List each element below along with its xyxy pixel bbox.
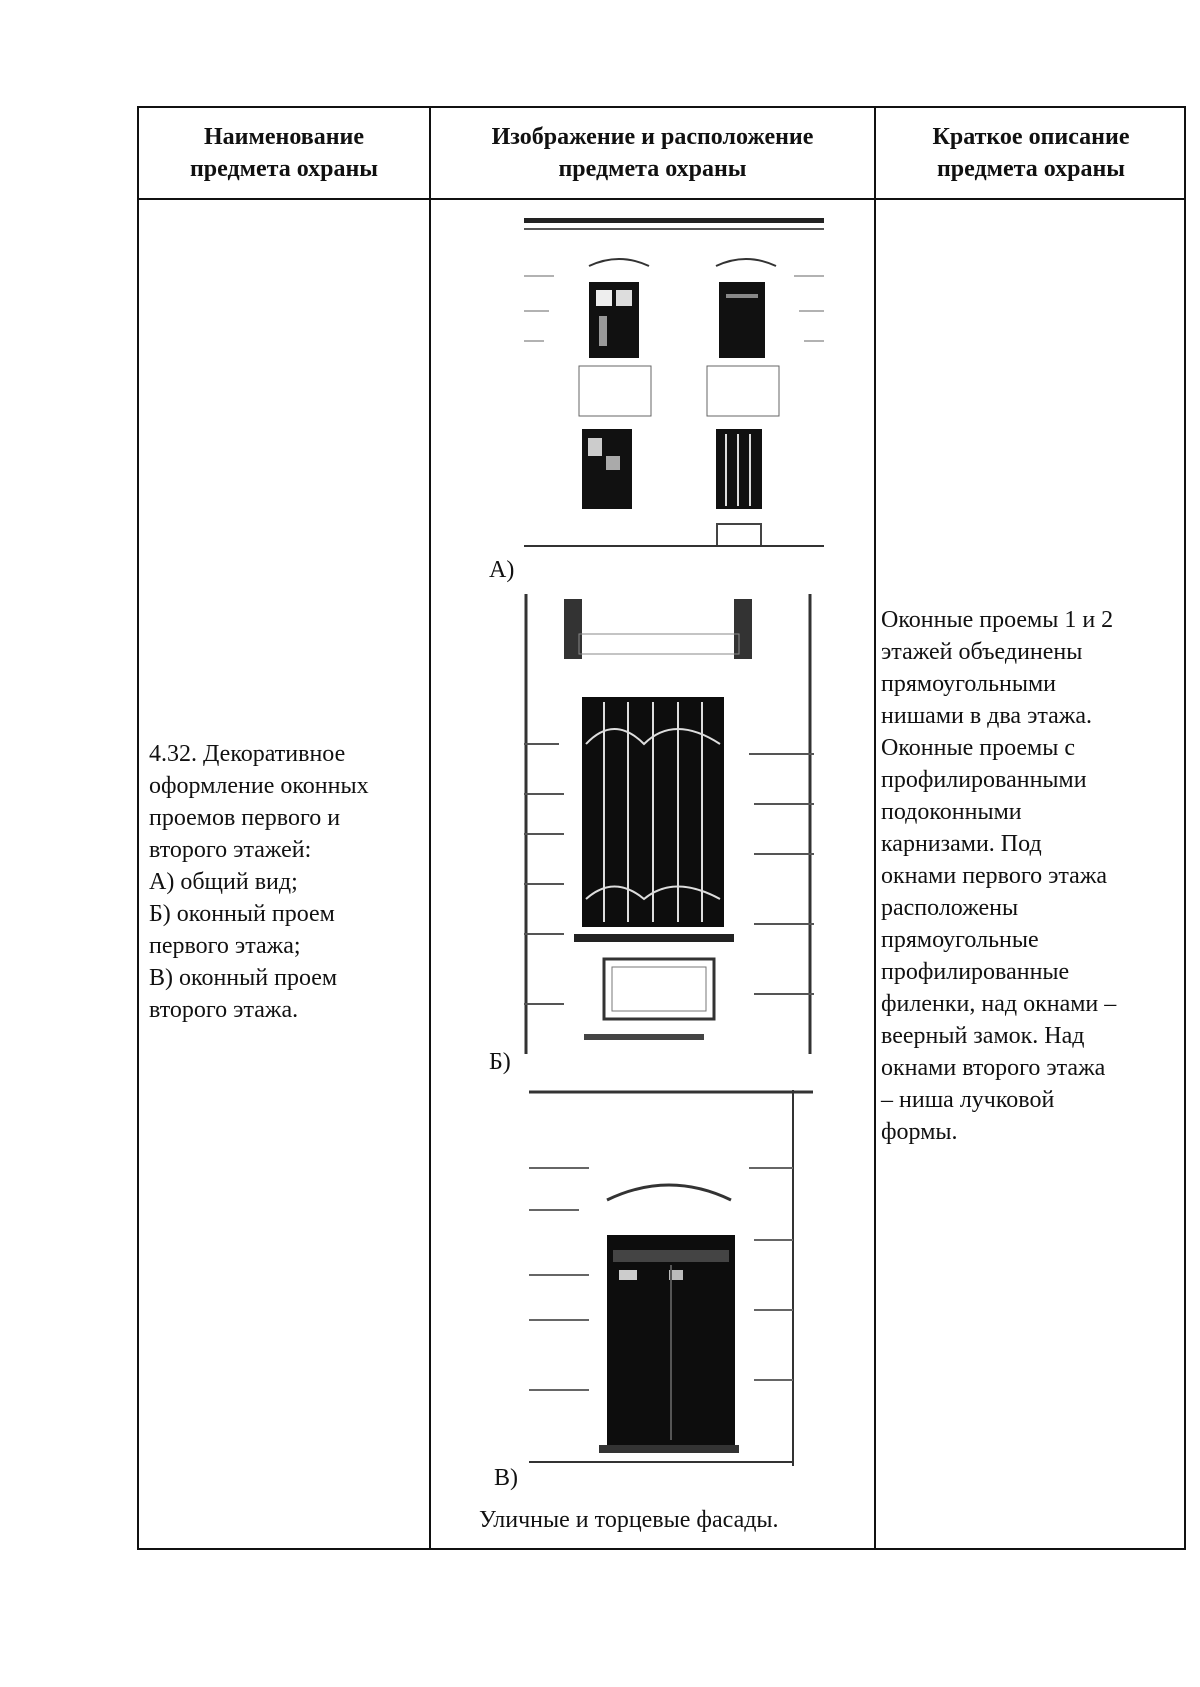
photo-label-v: В): [494, 1465, 518, 1491]
photo-first-floor-window: [524, 594, 814, 1054]
header-divider: [139, 198, 1184, 200]
photo-label-b: Б): [489, 1049, 511, 1075]
photo-second-floor-window: [529, 1090, 813, 1466]
column-divider-2: [874, 108, 876, 1548]
photo-label-a: А): [489, 557, 515, 583]
item-name: 4.32. Декоративное оформление оконных пр…: [149, 741, 369, 1023]
column-divider-1: [429, 108, 431, 1548]
item-description: Оконные проемы 1 и 2 этажей объединены п…: [881, 607, 1117, 1145]
image-caption: Уличные и торцевые фасады.: [479, 1507, 779, 1533]
photo-general-view: [524, 216, 824, 556]
